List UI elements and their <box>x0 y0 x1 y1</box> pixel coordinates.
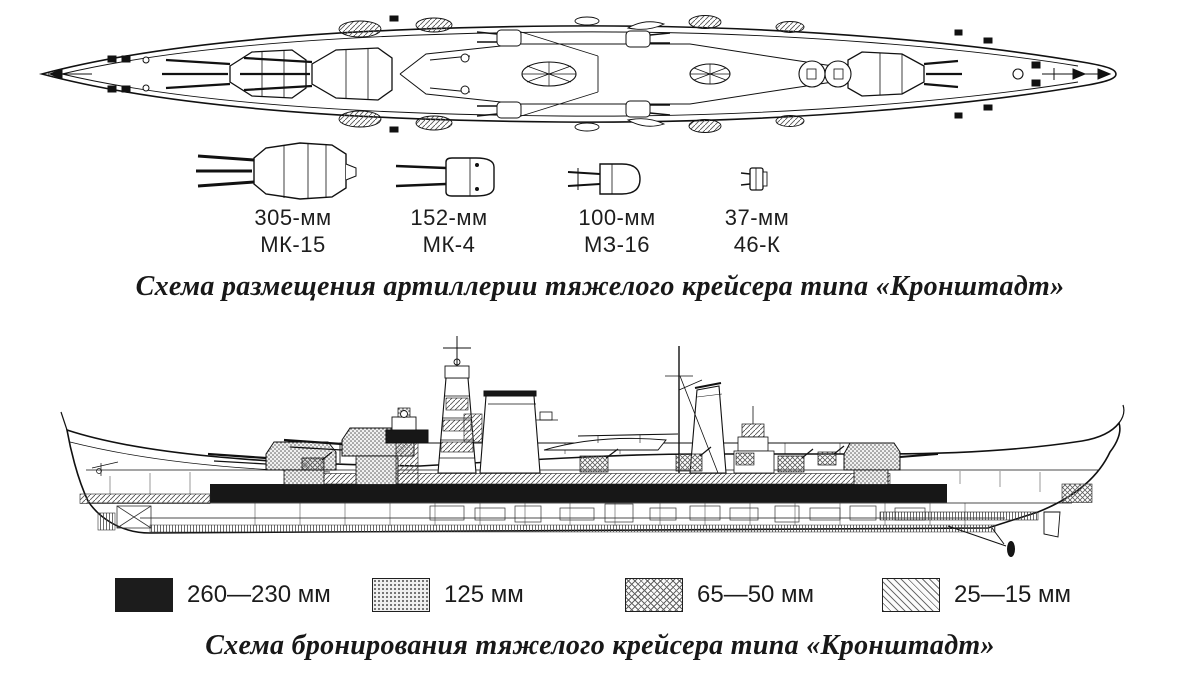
gun-mount: МЗ-16 <box>584 232 650 257</box>
gun-label-37: 37-мм 46-К <box>672 204 842 258</box>
caption-artillery-scheme: Схема размещения артиллерии тяжелого кре… <box>135 271 1065 302</box>
legend-item-25-15: 25—15 мм <box>882 577 1071 613</box>
plan-turret-2 <box>240 47 393 101</box>
icon-305mm-triple-turret <box>196 142 357 200</box>
plan-funnel-2 <box>689 63 731 85</box>
profile-aft-tower <box>733 406 775 474</box>
plan-secondary-turrets <box>476 29 671 119</box>
gun-label-100: 100-мм МЗ-16 <box>532 204 702 258</box>
profile-mainmast <box>665 346 719 474</box>
artillery-plan-drawing <box>38 15 1117 200</box>
plan-funnel-1 <box>521 61 577 87</box>
armor-profile-drawing <box>60 336 1125 557</box>
profile-secondary-mounts <box>301 445 845 473</box>
legend-swatch-dot-pattern <box>372 578 430 612</box>
profile-funnel-2 <box>689 382 727 474</box>
gun-label-305: 305-мм МК-15 <box>208 204 378 258</box>
legend-label: 125 мм <box>444 581 524 608</box>
profile-tower-mast <box>437 336 477 474</box>
plan-gun-tubs <box>798 60 852 88</box>
legend-swatch-diagonal-hatch <box>882 578 940 612</box>
icon-37mm-aa-mount <box>740 167 768 191</box>
icon-100mm-twin-mount <box>567 163 641 195</box>
legend-label: 25—15 мм <box>954 581 1072 608</box>
gun-mount: МК-4 <box>422 232 476 257</box>
legend-swatch-solid-black <box>115 578 173 612</box>
armor-main-belt <box>210 484 947 503</box>
legend-swatch-crosshatch <box>625 578 683 612</box>
gun-caliber: 152-мм <box>410 205 488 230</box>
plan-deck-fittings <box>48 15 1112 133</box>
profile-stern-gear <box>947 511 1061 557</box>
gun-mount: 46-К <box>733 232 781 257</box>
plan-superstructure <box>399 43 847 105</box>
gun-label-152: 152-мм МК-4 <box>364 204 534 258</box>
legend-item-65-50: 65—50 мм <box>625 577 814 613</box>
gun-caliber: 305-мм <box>254 205 332 230</box>
plan-boats <box>338 15 805 133</box>
gun-caliber: 37-мм <box>724 205 790 230</box>
plan-turret-3 <box>847 51 962 97</box>
gun-mount: МК-15 <box>260 232 326 257</box>
profile-bridge <box>385 407 429 485</box>
caption-armor-scheme: Схема бронирования тяжелого крейсера тип… <box>205 630 995 661</box>
profile-funnel-1 <box>463 390 558 474</box>
profile-bow-anchor <box>91 461 119 476</box>
gun-caliber: 100-мм <box>578 205 656 230</box>
legend-label: 260—230 мм <box>187 581 331 608</box>
profile-turret-3 <box>843 442 939 485</box>
legend-label: 65—50 мм <box>697 581 815 608</box>
legend-item-125: 125 мм <box>372 577 524 613</box>
legend-item-260-230: 260—230 мм <box>115 577 331 613</box>
profile-boat-deck <box>543 433 679 451</box>
icon-152mm-twin-turret <box>395 157 495 197</box>
